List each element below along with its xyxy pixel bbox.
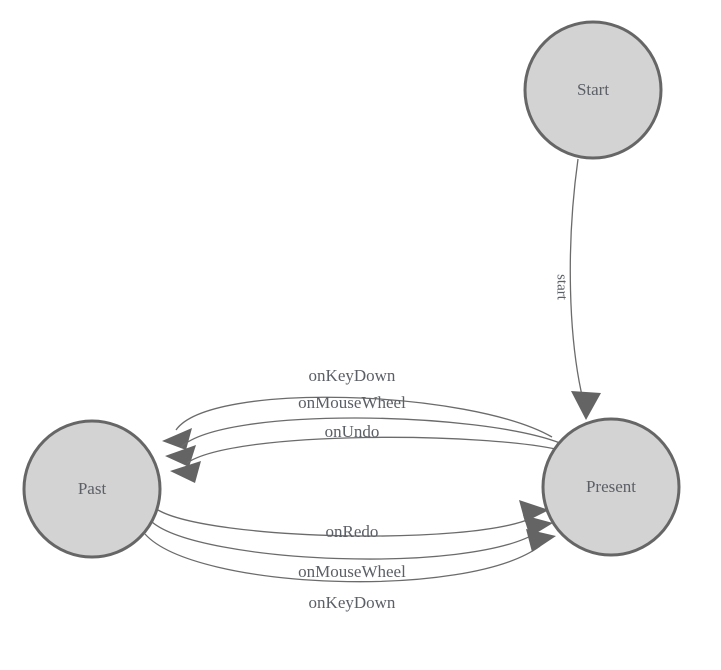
node-present[interactable]: Present [541, 417, 681, 557]
arrowhead-present-to-past-onundo [170, 461, 201, 483]
edge-path-start[interactable] [569, 158, 585, 405]
edge-label-bot-3: onKeyDown [309, 593, 396, 612]
arrowhead-present-to-past-onmousewheel [165, 445, 196, 467]
edge-group-past-to-present-onkeydown[interactable]: onKeyDown [144, 529, 556, 612]
node-past[interactable]: Past [22, 419, 162, 559]
edge-label-top-2: onMouseWheel [298, 393, 406, 412]
node-start-label: Start [577, 80, 609, 99]
edge-group-present-to-past-onundo[interactable]: onUndo [170, 422, 565, 483]
edge-label-bot-2: onMouseWheel [298, 562, 406, 581]
node-present-circle[interactable] [541, 417, 681, 557]
edge-path-bot-1[interactable] [157, 509, 533, 537]
arrowhead-past-to-present-onkeydown [526, 529, 556, 552]
node-start[interactable]: Start [523, 20, 663, 160]
node-past-label: Past [78, 479, 107, 498]
edge-label-top-1: onKeyDown [309, 366, 396, 385]
edge-path-top-3[interactable] [186, 436, 565, 464]
node-start-circle[interactable] [523, 20, 663, 160]
edge-label-bot-1: onRedo [326, 522, 379, 541]
arrowhead-start-to-present [571, 391, 601, 420]
edge-label-top-3: onUndo [325, 422, 380, 441]
edge-path-bot-3[interactable] [144, 533, 541, 583]
edge-group-start-to-present[interactable]: start [554, 158, 601, 420]
node-present-label: Present [586, 477, 636, 496]
node-past-circle[interactable] [22, 419, 162, 559]
arrowhead-present-to-past-onkeydown [162, 428, 192, 450]
edge-path-bot-2[interactable] [151, 521, 539, 560]
edge-path-top-2[interactable] [180, 417, 561, 448]
edge-label-start: start [554, 274, 570, 301]
edge-group-past-to-present-onredo[interactable]: onRedo [157, 500, 549, 541]
edge-path-top-1[interactable] [175, 396, 553, 438]
